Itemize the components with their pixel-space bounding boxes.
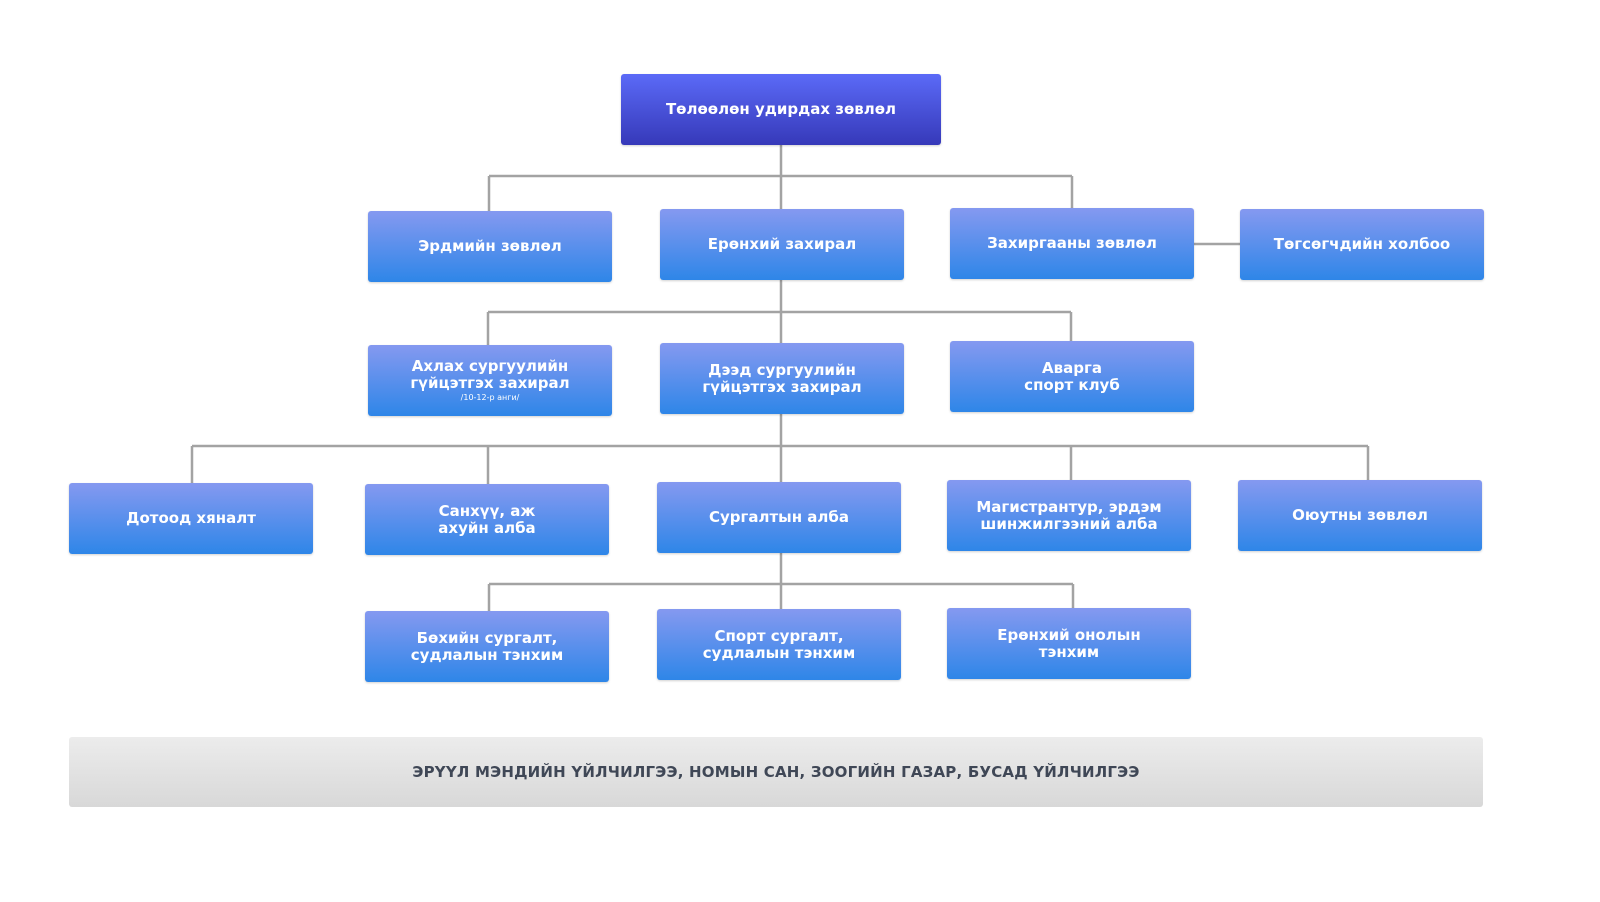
finance-line2: ахуйн алба <box>438 518 536 537</box>
sport-club-line2: спорт клуб <box>1024 375 1120 394</box>
connector-training-to-departments <box>487 553 1075 612</box>
high-school-director-note: /10-12-р анги/ <box>460 393 520 402</box>
wrestling-department-line1: Бөхийн сургалт, <box>416 628 558 647</box>
connector-board-to-level1 <box>487 145 1074 212</box>
board-label: Төлөөлөн удирдах зөвлөл <box>665 100 897 118</box>
high-school-director-line2: гүйцэтгэх захирал <box>410 374 570 392</box>
rector-label: Ерөнхий захирал <box>707 235 857 253</box>
high-school-director-line1: Ахлах сургуулийн <box>411 357 569 375</box>
university-director-line2: гүйцэтгэх захирал <box>702 377 862 396</box>
alumni-node: Төгсөгчдийн холбоо <box>1240 209 1484 280</box>
admin-council-label: Захиргааны зөвлөл <box>987 234 1157 252</box>
finance-line1: Санхүү, аж <box>438 501 536 520</box>
masters-research-line2: шинжилгээний алба <box>980 514 1158 533</box>
wrestling-department-line2: судлалын тэнхим <box>410 645 564 664</box>
sport-department-node: Спорт сургалт, судлалын тэнхим <box>657 609 901 680</box>
sport-club-node: Аварга спорт клуб <box>950 341 1194 412</box>
student-council-node: Оюутны зөвлөл <box>1238 480 1482 551</box>
theory-department-node: Ерөнхий онолын тэнхим <box>947 608 1191 679</box>
academic-council-node: Эрдмийн зөвлөл <box>368 211 612 282</box>
internal-audit-node: Дотоод хяналт <box>69 483 313 554</box>
academic-council-label: Эрдмийн зөвлөл <box>418 237 562 255</box>
wrestling-department-node: Бөхийн сургалт, судлалын тэнхим <box>365 611 609 682</box>
masters-research-line1: Магистрантур, эрдэм <box>976 497 1162 516</box>
theory-department-line1: Ерөнхий онолын <box>997 625 1141 644</box>
rector-node: Ерөнхий захирал <box>660 209 904 280</box>
finance-node: Санхүү, аж ахуйн алба <box>365 484 609 555</box>
training-office-node: Сургалтын алба <box>657 482 901 553</box>
sport-department-line2: судлалын тэнхим <box>702 643 856 662</box>
masters-research-node: Магистрантур, эрдэм шинжилгээний алба <box>947 480 1191 551</box>
sport-club-line1: Аварга <box>1042 358 1102 377</box>
board-node: Төлөөлөн удирдах зөвлөл <box>621 74 941 145</box>
alumni-label: Төгсөгчдийн холбоо <box>1273 235 1451 253</box>
training-office-label: Сургалтын алба <box>708 508 850 526</box>
admin-council-node: Захиргааны зөвлөл <box>950 208 1194 279</box>
university-director-line1: Дээд сургуулийн <box>708 360 856 379</box>
services-footer-label: ЭРҮҮЛ МЭНДИЙН ҮЙЛЧИЛГЭЭ, НОМЫН САН, ЗООГ… <box>412 763 1140 781</box>
connector-rector-to-level2 <box>486 280 1073 346</box>
high-school-director-node: Ахлах сургуулийн гүйцэтгэх захирал /10-1… <box>368 345 612 416</box>
university-director-node: Дээд сургуулийн гүйцэтгэх захирал <box>660 343 904 414</box>
connector-director-to-level3 <box>190 414 1370 485</box>
theory-department-line2: тэнхим <box>1038 642 1100 661</box>
sport-department-line1: Спорт сургалт, <box>714 626 844 645</box>
student-council-label: Оюутны зөвлөл <box>1292 506 1428 524</box>
internal-audit-label: Дотоод хяналт <box>126 509 256 527</box>
services-footer: ЭРҮҮЛ МЭНДИЙН ҮЙЛЧИЛГЭЭ, НОМЫН САН, ЗООГ… <box>69 737 1483 807</box>
